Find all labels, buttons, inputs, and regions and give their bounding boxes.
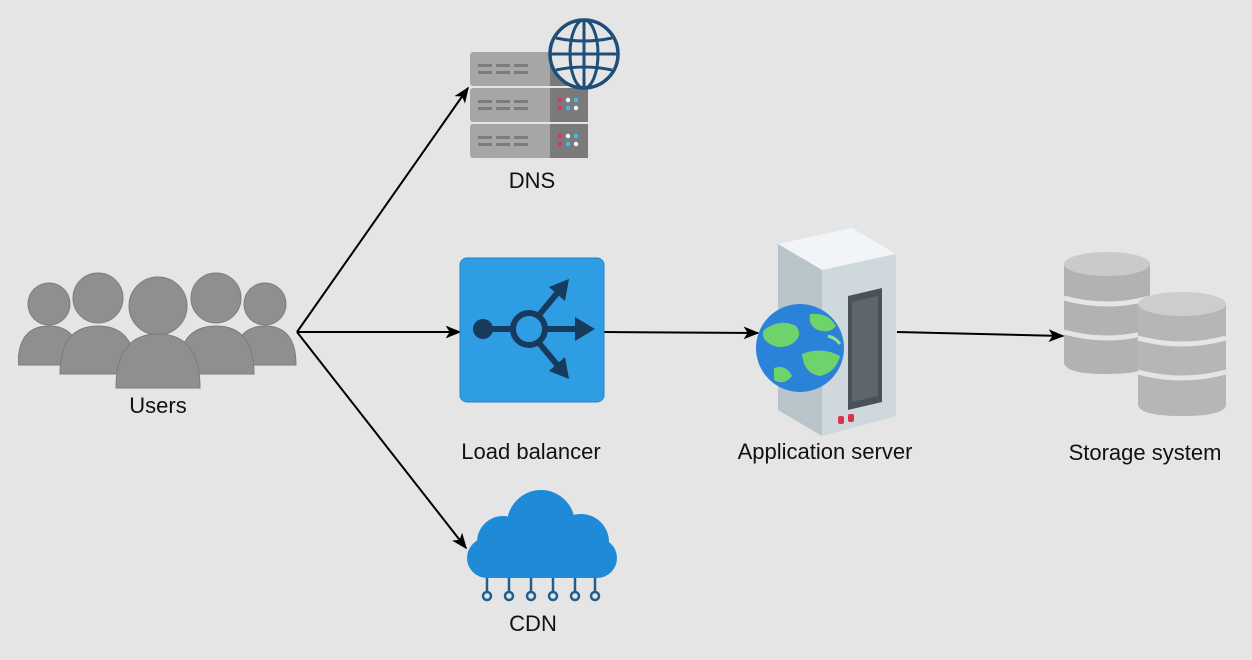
- storage-database-icon: [1063, 252, 1227, 416]
- dns-server-icon: [470, 18, 620, 158]
- users-node: [17, 270, 298, 395]
- users-group-icon: [17, 272, 297, 389]
- storage-label: Storage system: [1068, 440, 1222, 465]
- app-server-icon: [756, 228, 896, 436]
- edge-users-dns: [296, 86, 469, 333]
- app-server-node: [752, 226, 902, 443]
- cdn-label: CDN: [509, 611, 557, 636]
- edge-users-cdn: [296, 331, 467, 550]
- edge-load-balancer-app-server: [603, 326, 760, 340]
- storage-node: [1062, 250, 1230, 425]
- app-server-label: Application server: [737, 439, 913, 464]
- globe-icon: [548, 18, 620, 90]
- cdn-node: [463, 488, 619, 611]
- load-balancer-label: Load balancer: [461, 439, 601, 464]
- edge-app-server-storage: [896, 329, 1065, 343]
- earth-icon: [756, 304, 844, 392]
- cdn-cloud-icon: [467, 490, 617, 602]
- load-balancer-node: [459, 257, 605, 408]
- users-label: Users: [129, 393, 187, 418]
- load-balancer-icon: [459, 257, 605, 403]
- dns-node: [468, 16, 628, 167]
- dns-label: DNS: [508, 168, 556, 193]
